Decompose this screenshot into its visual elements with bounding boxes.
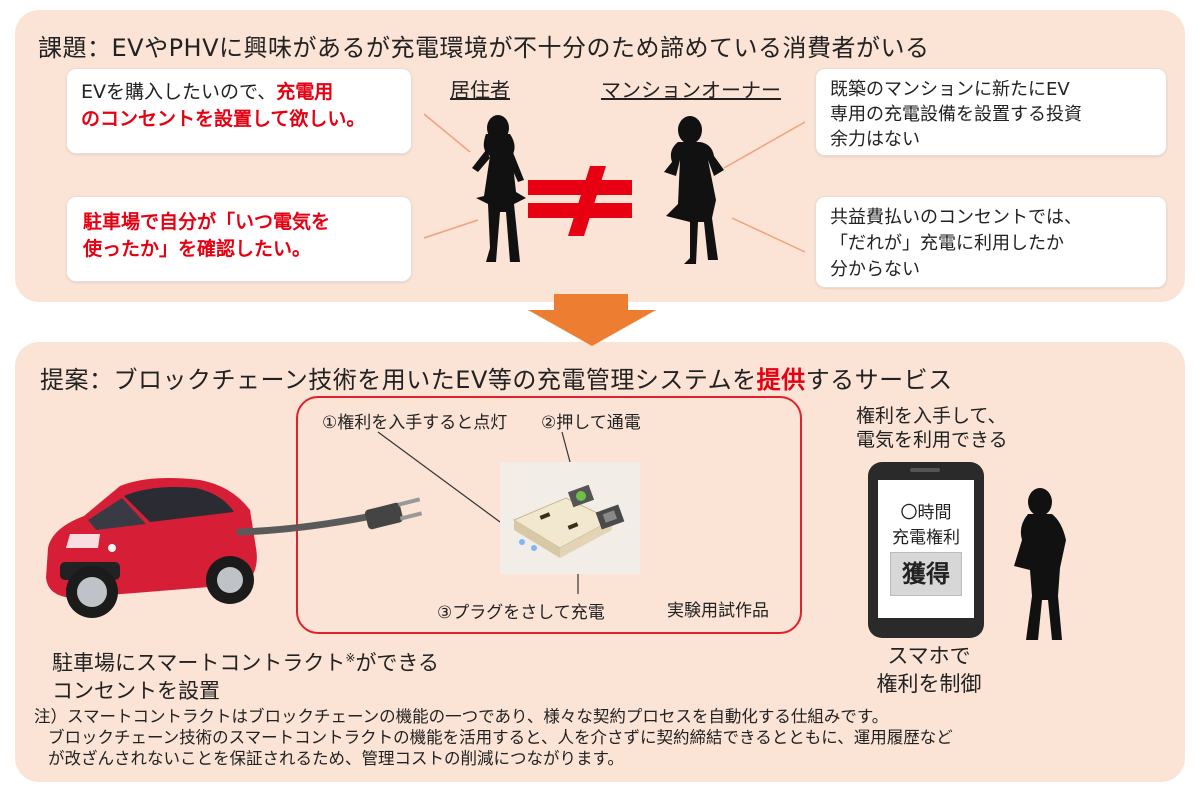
car-caption: 駐車場にスマートコントラクト※ができる コンセントを設置 [52,644,439,705]
resident-bubble-1-line2: のコンセントを設置して欲しい。 [81,108,366,130]
smartphone-icon [868,462,984,638]
owner-bubble-2-line2: 「だれが」充電に利用したか [830,233,1064,254]
owner-bubble-2-line3: 分からない [830,259,920,280]
resident-bubble-2-line1: 駐車場で自分が「いつ電気を [83,211,331,233]
proposal-heading-after: するサービス [805,366,953,394]
resident-bubble-1: EVを購入したいので、充電用 のコンセントを設置して欲しい。 [66,68,412,154]
resident-bubble-2: 駐車場で自分が「いつ電気を 使ったか」を確認したい。 [66,196,412,282]
plug-icon [364,497,423,530]
prototype-label: 実験用試作品 [667,601,769,621]
resident-label: 居住者 [450,78,510,102]
proposal-heading: 提案：ブロックチェーン技術を用いたEV等の充電管理システムを提供するサービス [40,360,953,395]
car-caption-line2: コンセントを設置 [52,679,220,703]
outlet-device-icon [512,497,614,558]
resident-bubble-1-highlight: 充電用 [276,81,334,103]
problem-heading: 課題：EVやPHVに興味があるが充電環境が不十分のため諦めている消費者がいる [38,34,930,62]
led-light [531,545,537,551]
not-equal-icon [528,166,632,236]
phone-caption: スマホで 権利を制御 [870,642,988,698]
phone-caption-line2: 権利を制御 [876,672,982,696]
owner-bubble-2: 共益費払いのコンセントでは、 「だれが」充電に利用したか 分からない [815,196,1167,288]
phone-top-line2: 電気を利用できる [856,429,1008,451]
resident-bubble-2-line2: 使ったか」を確認したい。 [83,238,312,260]
connector-line [423,219,479,239]
acquire-button[interactable]: 獲得 [890,552,962,596]
problem-illustration [423,113,806,264]
user-silhouette-icon [1014,488,1066,640]
led-light [519,539,525,545]
footnote: 注）スマートコントラクトはブロックチェーンの機能の一つであり、様々な契約プロセス… [34,706,953,769]
footnote-line2: ブロックチェーン技術のスマートコントラクトの機能を活用すると、人を介さずに契約締… [48,728,953,747]
owner-bubble-1-line1: 既築のマンションに新たにEV [830,79,1070,100]
owner-label: マンションオーナー [601,78,781,102]
car-caption-line1: 駐車場にスマートコントラクト※ができる [52,644,439,677]
proposal-heading-highlight: 提供 [756,366,806,394]
car-caption-line1-a: 駐車場にスマートコントラクト [52,651,346,675]
phone-top-text: 権利を入手して、 電気を利用できる [856,404,1008,452]
footnote-line1: 注）スマートコントラクトはブロックチェーンの機能の一つであり、様々な契約プロセス… [34,707,889,726]
phone-caption-line1: スマホで [887,644,971,668]
step2-label: ②押して通電 [541,413,641,433]
owner-bubble-1-line3: 余力はない [830,129,920,150]
leader-line [377,431,501,523]
phone-top-line1: 権利を入手して、 [856,405,1007,427]
proposal-heading-before: 提案：ブロックチェーン技術を用いたEV等の充電管理システムを [40,366,757,394]
phone-screen-line2: 充電権利 [892,528,960,548]
owner-bubble-1: 既築のマンションに新たにEV 専用の充電設備を設置する投資 余力はない [815,68,1167,156]
down-arrow-icon [528,294,656,346]
step1-label: ①権利を入手すると点灯 [322,413,508,433]
phone-screen-line1: 〇時間 [900,503,952,523]
car-caption-line1-b: ができる [355,651,440,675]
footnote-marker: ※ [345,651,356,665]
prototype-frame [296,396,802,634]
owner-bubble-2-line1: 共益費払いのコンセントでは、 [830,207,1082,228]
charging-cable [236,512,376,536]
resident-bubble-1-plain: EVを購入したいので、 [81,81,277,103]
resident-silhouette-icon [472,115,526,262]
car-icon [46,478,257,618]
power-button-icon [595,504,625,530]
owner-silhouette-icon [664,116,724,264]
owner-bubble-1-line2: 専用の充電設備を設置する投資 [830,104,1082,125]
footnote-line3: が改ざんされないことを保証されるため、管理コストの削減につながります。 [48,749,624,768]
phone-screen-text: 〇時間 充電権利 [878,498,974,548]
step3-label: ③プラグをさして充電 [437,603,605,623]
connector-line [731,217,806,253]
indicator-button-icon [567,484,595,508]
connector-line [423,113,471,153]
connector-line [723,121,806,169]
